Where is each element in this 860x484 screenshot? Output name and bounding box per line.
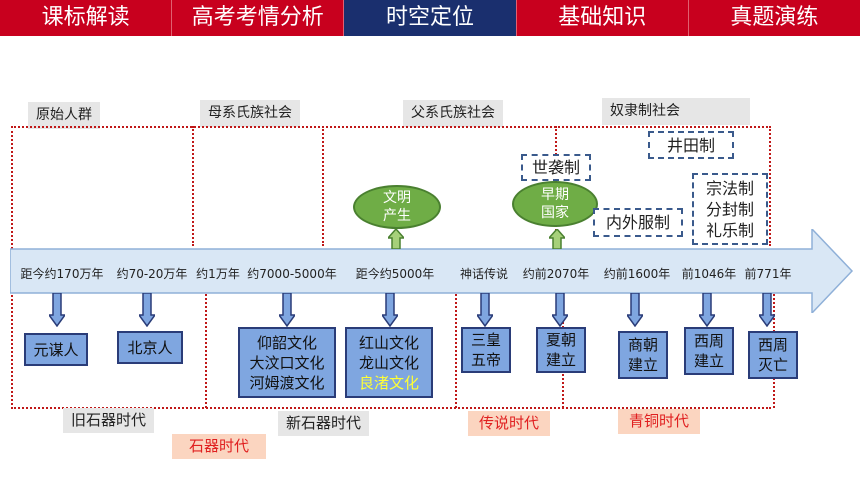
era-matriarchal: 母系氏族社会 (200, 100, 300, 127)
timeline-label-6: 神话传说 (459, 267, 509, 281)
top-nav: 课标解读 高考考情分析 时空定位 基础知识 真题演练 (0, 0, 860, 36)
down-arrow-icon (552, 293, 568, 327)
event-sanhuang: 三皇五帝 (461, 327, 511, 373)
down-arrow-icon (627, 293, 643, 327)
down-arrow-icon (49, 293, 65, 327)
label-legendary: 传说时代 (468, 411, 550, 436)
timeline-label-7: 约前2070年 (522, 267, 590, 281)
timeline-label-1: 距今约170万年 (20, 267, 104, 281)
timeline-label-4: 约7000-5000年 (247, 267, 337, 281)
era-divider-1 (192, 126, 194, 246)
era-patriarchal: 父系氏族社会 (403, 100, 503, 127)
label-paleolithic: 旧石器时代 (63, 408, 155, 433)
tab-curriculum[interactable]: 课标解读 (0, 0, 173, 36)
down-arrow-icon (279, 293, 295, 327)
ellipse-early-state: 早期国家 (512, 181, 598, 227)
up-arrow-icon (388, 229, 404, 249)
down-arrow-icon (759, 293, 775, 327)
system-hereditary: 世袭制 (521, 154, 591, 181)
up-arrow-icon (549, 229, 565, 249)
era-primitive: 原始人群 (28, 102, 100, 129)
system-well-field: 井田制 (648, 131, 734, 159)
timeline-label-8: 约前1600年 (603, 267, 671, 281)
era-divider-2 (322, 126, 324, 246)
timeline-label-3: 约1万年 (196, 267, 240, 281)
label-neolithic: 新石器时代 (278, 411, 370, 436)
era-border-right (769, 126, 771, 246)
down-arrow-icon (139, 293, 155, 327)
label-stone-age: 石器时代 (172, 434, 266, 459)
event-xizhou-fall: 西周灭亡 (748, 331, 798, 379)
event-beijing: 北京人 (117, 331, 183, 364)
timeline-label-2: 约70-20万年 (116, 267, 188, 281)
event-xia: 夏朝建立 (536, 327, 586, 373)
ellipse-civilization: 文明产生 (353, 185, 441, 229)
system-inner-outer: 内外服制 (593, 208, 683, 237)
era-slavery: 奴隶制社会 (602, 98, 750, 125)
event-shang: 商朝建立 (618, 331, 668, 379)
timeline-label-5: 距今约5000年 (355, 267, 435, 281)
event-hongshan: 红山文化龙山文化良渚文化 (345, 327, 433, 398)
down-arrow-icon (382, 293, 398, 327)
bottom-divider-1 (205, 290, 207, 408)
bottom-divider-2 (455, 290, 457, 408)
tab-basics[interactable]: 基础知识 (516, 0, 689, 36)
tab-exam-analysis[interactable]: 高考考情分析 (172, 0, 345, 36)
era-border-top (11, 126, 771, 128)
tab-timeline[interactable]: 时空定位 (344, 0, 517, 36)
timeline-label-9: 前1046年 (681, 267, 737, 281)
timeline-label-10: 前771年 (744, 267, 792, 281)
bottom-border (11, 407, 771, 409)
tab-exam-practice[interactable]: 真题演练 (688, 0, 860, 36)
event-yangshao: 仰韶文化大汶口文化河姆渡文化 (238, 327, 336, 398)
down-arrow-icon (699, 293, 715, 327)
system-clan: 宗法制分封制礼乐制 (692, 173, 768, 245)
event-xizhou-founded: 西周建立 (684, 327, 734, 375)
down-arrow-icon (477, 293, 493, 327)
event-yuanmou: 元谋人 (24, 333, 88, 366)
label-bronze: 青铜时代 (618, 409, 700, 434)
